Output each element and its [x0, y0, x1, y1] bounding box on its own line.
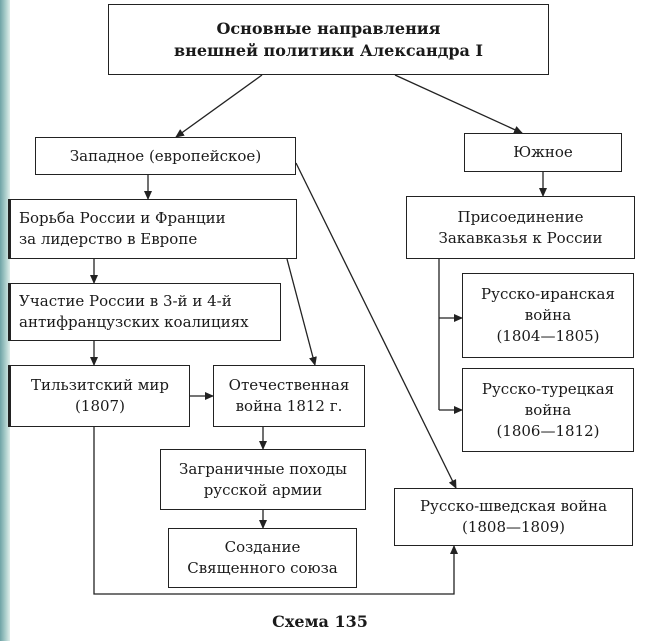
arrow-struggle-to-patriotic [286, 258, 317, 366]
main-title: Основные направления внешней политики Ал… [174, 18, 483, 60]
west-direction-label: Западное (европейское) [69, 146, 262, 165]
russo-iranian-war-label: Русско-иранская война (1804—1805) [481, 285, 615, 345]
page-edge-strip [0, 0, 10, 641]
coalitions-box: Участие России в 3-й и 4-й антифранцузск… [8, 283, 281, 341]
transcaucasia-box: Присоединение Закавказья к России [406, 196, 635, 259]
arrow-tilsit-to-swedish [93, 427, 458, 595]
south-direction-box: Южное [464, 133, 622, 172]
russo-turkish-war-label: Русско-турецкая война (1806—1812) [481, 379, 615, 440]
swedish-war-box: Русско-шведская война (1808—1809) [394, 488, 633, 546]
patriotic-war-box: Отечественная война 1812 г. [213, 365, 365, 427]
foreign-campaigns-box: Заграничные походы русской армии [160, 449, 366, 510]
south-direction-label: Южное [513, 143, 573, 161]
arrow-title-to-west [175, 74, 263, 138]
struggle-label: Борьба России и Франции за лидерство в Е… [19, 209, 226, 248]
arrow-west-to-swedish [295, 162, 457, 489]
arrow-title-to-south [394, 74, 523, 134]
russo-iranian-war-box: Русско-иранская война (1804—1805) [462, 273, 634, 358]
foreign-campaigns-label: Заграничные походы русской армии [179, 459, 347, 499]
swedish-war-label: Русско-шведская война (1808—1809) [419, 497, 608, 536]
struggle-box: Борьба России и Франции за лидерство в Е… [8, 199, 297, 259]
holy-alliance-box: Создание Священного союза [168, 528, 357, 588]
coalitions-label: Участие России в 3-й и 4-й антифранцузск… [19, 292, 249, 331]
main-title-box: Основные направления внешней политики Ал… [108, 4, 549, 75]
tilsit-box: Тильзитский мир (1807) [8, 365, 190, 427]
transcaucasia-label: Присоединение Закавказья к России [438, 207, 603, 247]
holy-alliance-label: Создание Священного союза [187, 538, 338, 577]
tilsit-label: Тильзитский мир (1807) [31, 376, 169, 415]
figure-caption: Схема 135 [272, 612, 368, 631]
west-direction-box: Западное (европейское) [35, 137, 296, 175]
patriotic-war-label: Отечественная война 1812 г. [228, 376, 350, 415]
russo-turkish-war-box: Русско-турецкая война (1806—1812) [462, 368, 634, 452]
